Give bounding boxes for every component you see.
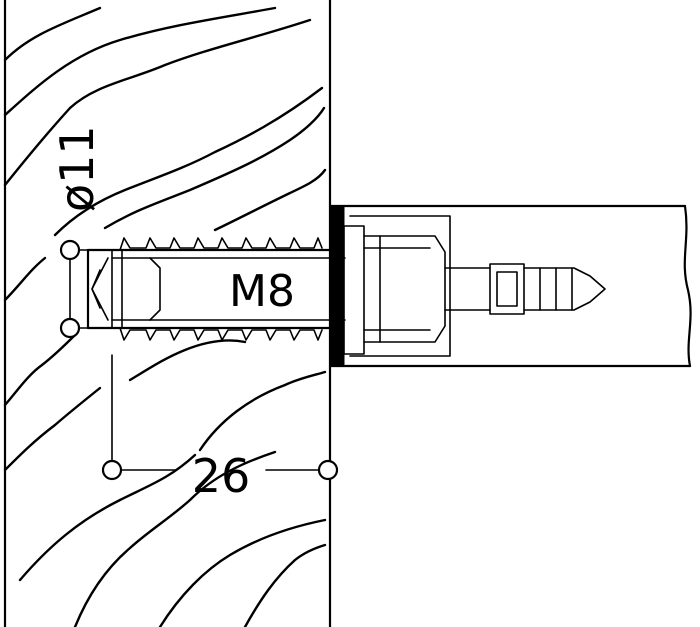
- insert-barbs-top: [119, 237, 323, 251]
- grain-line: [103, 106, 326, 230]
- dim-node: [59, 317, 81, 339]
- grain-line: [3, 18, 312, 187]
- grain-line: [158, 518, 327, 627]
- grain-line: [198, 370, 327, 452]
- grain-line: [3, 333, 77, 407]
- grain-line: [3, 6, 277, 117]
- grain-line: [53, 86, 324, 237]
- connector-fitting: [328, 204, 692, 368]
- grain-line: [213, 168, 327, 232]
- grain-line: [3, 6, 102, 62]
- depth-label: 26: [192, 449, 251, 503]
- drilled-hole: [86, 248, 332, 330]
- dim-node: [101, 459, 123, 481]
- housing-body: [363, 235, 446, 343]
- depth-dimension: 26: [101, 354, 339, 503]
- threaded-insert: [91, 237, 346, 341]
- grain-line: [243, 543, 327, 627]
- washer: [329, 205, 365, 367]
- wood-panel: [3, 0, 332, 627]
- washer-ring: [343, 225, 365, 355]
- insert-tip: [91, 257, 109, 321]
- insert-barbs-bottom: [119, 327, 323, 341]
- grain-line: [3, 256, 47, 302]
- washer-body: [329, 205, 345, 367]
- insert-tip-inner: [91, 269, 101, 309]
- pin-tip: [523, 267, 606, 311]
- pin-socket: [496, 271, 518, 307]
- thread-label: M8: [229, 266, 295, 317]
- diameter-dimension: ø11: [50, 125, 104, 339]
- pin-block: [489, 263, 525, 315]
- grain-line: [3, 386, 102, 472]
- grain-line: [73, 450, 277, 627]
- rail-break: [683, 204, 692, 368]
- grain-line: [18, 453, 197, 582]
- housing-outline: [349, 215, 451, 357]
- insert-slot: [149, 257, 161, 321]
- dim-node: [317, 459, 339, 481]
- wood-grain: [3, 6, 327, 627]
- dim-node: [59, 239, 81, 261]
- diameter-label: ø11: [50, 125, 104, 212]
- grain-line: [128, 339, 247, 382]
